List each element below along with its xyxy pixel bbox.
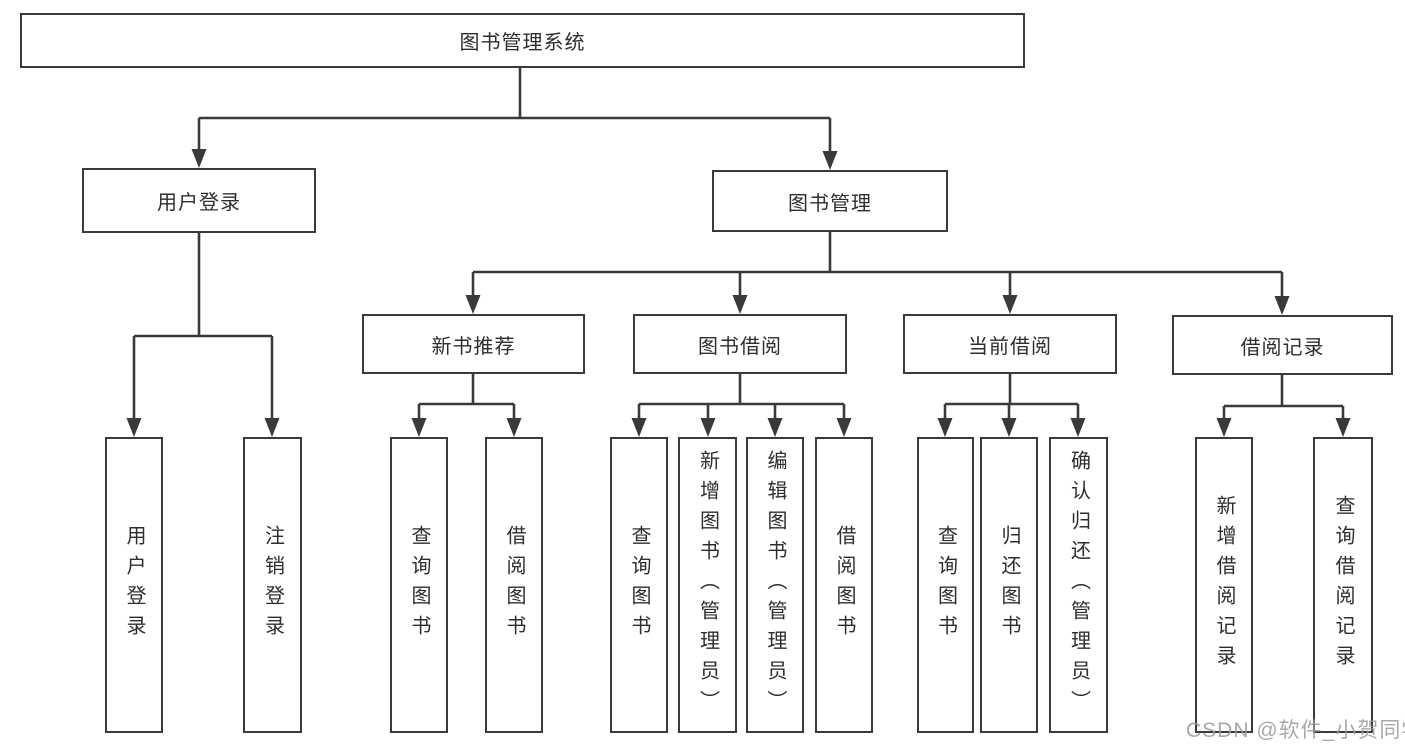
node-current-borrowing-label: 当前借阅 xyxy=(968,335,1052,358)
node-root-label: 图书管理系统 xyxy=(459,32,586,54)
node-current-borrowing: 当前借阅 xyxy=(903,314,1117,374)
leaf-query-borrow-record: 查询借阅记录 xyxy=(1313,437,1373,733)
node-borrowing-records-label: 借阅记录 xyxy=(1240,336,1325,359)
leaf-borrow-books: 借阅图书 xyxy=(815,437,873,733)
csdn-watermark: CSDN @软件_小贺同学 xyxy=(1186,719,1405,742)
leaf-return-books: 归还图书 xyxy=(980,437,1038,733)
node-user-login-branch: 用户登录 xyxy=(82,168,316,233)
node-book-management-branch: 图书管理 xyxy=(712,170,948,232)
node-book-management-label: 图书管理 xyxy=(788,192,872,215)
node-book-borrowing: 图书借阅 xyxy=(633,314,847,374)
leaf-logout: 注销登录 xyxy=(243,437,302,733)
node-new-book-recommendation-label: 新书推荐 xyxy=(431,335,516,358)
leaf-edit-books-admin: 编辑图书（管理员） xyxy=(746,437,804,733)
leaf-query-books-recommend: 查询图书 xyxy=(390,437,448,733)
leaf-borrow-books-recommend: 借阅图书 xyxy=(485,437,543,733)
node-user-login-label: 用户登录 xyxy=(157,192,241,214)
node-borrowing-records: 借阅记录 xyxy=(1172,315,1393,375)
leaf-add-borrow-record: 新增借阅记录 xyxy=(1195,437,1253,733)
leaf-add-books-admin: 新增图书（管理员） xyxy=(678,437,737,733)
node-new-book-recommendation: 新书推荐 xyxy=(362,314,585,374)
node-root-system: 图书管理系统 xyxy=(20,13,1025,68)
leaf-user-login: 用户登录 xyxy=(105,437,163,733)
leaf-query-books-borrow: 查询图书 xyxy=(610,437,668,733)
node-book-borrowing-label: 图书借阅 xyxy=(698,335,782,358)
leaf-query-books-current: 查询图书 xyxy=(917,437,974,733)
leaf-confirm-return-admin: 确认归还（管理员） xyxy=(1049,437,1108,733)
